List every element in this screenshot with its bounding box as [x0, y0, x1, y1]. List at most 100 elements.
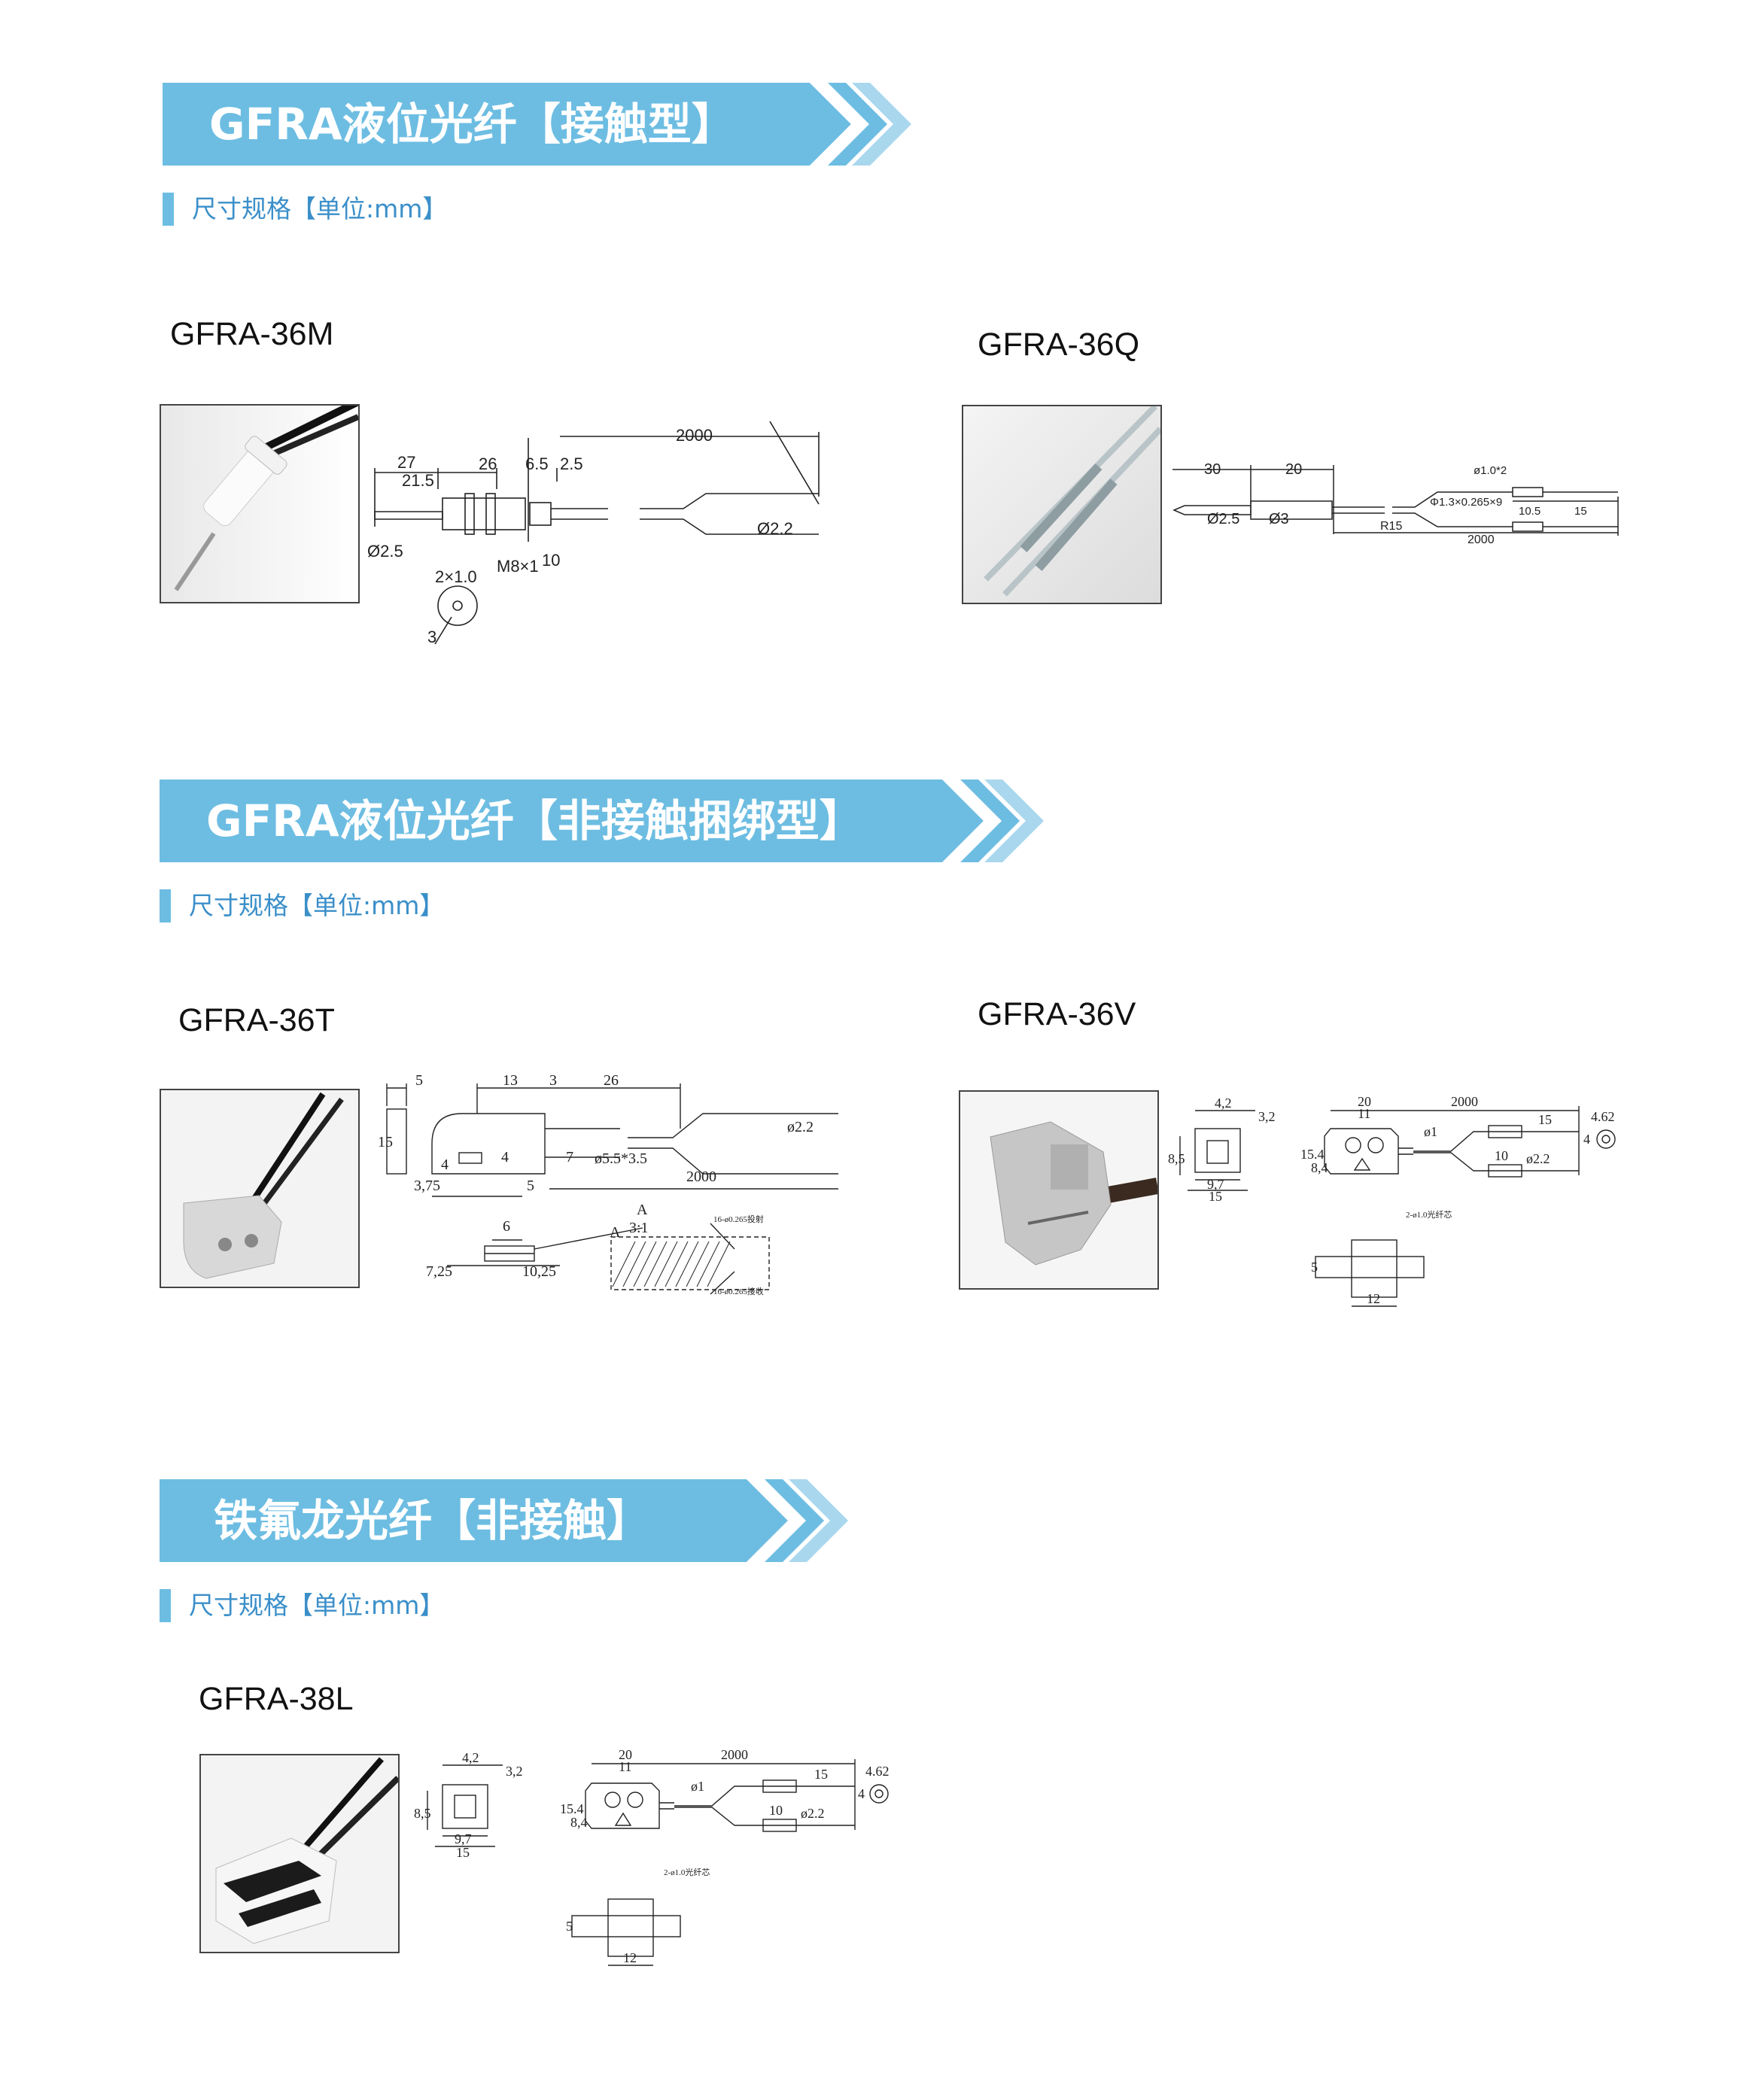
section-subtitle: 尺寸规格【单位:mm】 — [163, 193, 447, 226]
dim-label: ø1 — [691, 1779, 704, 1794]
subtitle-text: 尺寸规格【单位:mm】 — [189, 891, 445, 920]
product-photo-36t — [160, 1089, 360, 1288]
dim-label: 4.62 — [1591, 1109, 1615, 1124]
section-banner-non-contact-bundle: GFRA液位光纤【非接触捆绑型】 — [160, 780, 1044, 862]
dim-label: 27 — [397, 453, 415, 472]
dimension-drawing-36v: 4,2 3,2 8,5 9,7 15 20 11 2000 15 4.62 ø1… — [1168, 1094, 1616, 1307]
subtitle-text: 尺寸规格【单位:mm】 — [189, 1591, 445, 1620]
dim-label: R15 — [1380, 520, 1402, 533]
dim-label: 12 — [623, 1950, 637, 1965]
dim-label: 2-ø1.0光纤芯 — [1406, 1209, 1452, 1220]
dim-label: 12 — [1367, 1291, 1380, 1306]
dimension-drawing-36m: 27 21.5 26 6.5 2.5 2000 Ø2.5 M8×1 10 Ø2.… — [367, 421, 820, 646]
dim-label: 4,2 — [1215, 1096, 1232, 1111]
model-name: GFRA-36M — [170, 316, 334, 352]
dim-label: 26 — [479, 454, 497, 473]
dim-label: A — [637, 1202, 648, 1218]
section-title: GFRA液位光纤【非接触捆绑型】 — [206, 795, 863, 846]
dim-label: 15 — [814, 1767, 828, 1782]
dim-label: 11 — [619, 1759, 631, 1774]
dim-label: 8,5 — [1168, 1151, 1185, 1166]
dim-label: 11 — [1358, 1106, 1370, 1121]
dim-label: 8,5 — [414, 1806, 431, 1821]
dim-label: 5 — [527, 1178, 534, 1194]
product-photo-38l — [199, 1754, 400, 1953]
dim-label: Ø2.5 — [1207, 511, 1239, 527]
dim-label: 15.4 — [1300, 1147, 1325, 1162]
dim-label: 5 — [566, 1919, 573, 1934]
dimension-labels: 4,2 3,2 8,5 9,7 15 20 11 2000 15 4.62 ø1… — [414, 1747, 890, 1965]
banner-bar — [163, 83, 780, 166]
dim-label: 3,75 — [414, 1178, 440, 1194]
dim-label: 8,4 — [1311, 1160, 1328, 1175]
dim-label: ø5.5*3.5 — [595, 1150, 647, 1167]
dim-label: 30 — [1204, 461, 1221, 478]
dim-label: 5 — [415, 1072, 423, 1089]
dim-label: 5 — [1311, 1260, 1318, 1275]
dim-label: 7 — [566, 1149, 573, 1165]
dim-label: 10 — [769, 1803, 783, 1818]
section-title: 铁氟龙光纤【非接触】 — [214, 1495, 651, 1546]
dim-label: Ø2.2 — [757, 519, 793, 538]
dim-label: 10.5 — [1519, 505, 1540, 518]
subtitle-marker — [160, 889, 171, 922]
dim-label: 6.5 — [525, 454, 549, 473]
dim-label: 15.4 — [560, 1801, 584, 1816]
dim-label: 10,25 — [522, 1263, 556, 1280]
dim-label: ø1 — [1424, 1124, 1437, 1139]
dim-label: 2000 — [1451, 1094, 1478, 1109]
dim-label: 15 — [1209, 1189, 1222, 1204]
dim-label: 2000 — [721, 1747, 748, 1762]
dim-label: 10 — [542, 551, 560, 570]
chevron-arrows-icon — [780, 83, 911, 166]
section-banner-contact: GFRA液位光纤【接触型】 — [163, 83, 911, 166]
dim-label: 4 — [858, 1786, 865, 1801]
dim-label: 2.5 — [560, 454, 583, 473]
model-name: GFRA-36V — [978, 996, 1136, 1032]
dim-label: 26 — [604, 1072, 619, 1089]
dim-label: A — [610, 1224, 621, 1241]
section-title: GFRA液位光纤【接触型】 — [209, 99, 735, 150]
chevron-arrows-icon — [912, 780, 1044, 862]
section-banner-teflon: 铁氟龙光纤【非接触】 — [160, 1479, 848, 1562]
dim-label: Ø2.5 — [367, 542, 403, 561]
dim-label: 20 — [619, 1747, 632, 1762]
dimension-drawing-38l: 4,2 3,2 8,5 9,7 15 20 11 2000 15 4.62 ø1… — [414, 1747, 890, 1966]
dimension-drawing-36t: 5 13 3 26 15 4 4 7 3,75 5 ø5.5*3.5 2000 … — [378, 1072, 838, 1296]
section-subtitle: 尺寸规格【单位:mm】 — [160, 889, 444, 922]
dim-label: 16-ø0.265投射 — [713, 1214, 764, 1224]
dim-label: 6 — [503, 1218, 510, 1235]
dim-label: 13 — [503, 1072, 518, 1089]
dim-label: 4 — [441, 1156, 449, 1173]
dim-label: ø2.2 — [787, 1119, 814, 1135]
dim-label: 4.62 — [865, 1764, 890, 1779]
product-photo-36v — [959, 1090, 1159, 1290]
dim-label: 2×1.0 — [435, 567, 477, 586]
dim-label: 15 — [1538, 1112, 1552, 1127]
subtitle-text: 尺寸规格【单位:mm】 — [192, 194, 448, 223]
dimension-drawing-36q: 30 20 Ø2.5 Ø3 R15 2000 ø1.0*2 Φ1.3×0.265… — [1172, 461, 1619, 546]
dim-label: 9,7 — [1207, 1177, 1224, 1192]
dim-label: 15 — [378, 1134, 393, 1150]
chevron-arrows-icon — [716, 1479, 848, 1562]
subtitle-marker — [160, 1589, 171, 1622]
dim-label: 10 — [1495, 1148, 1508, 1163]
dimension-labels: 30 20 Ø2.5 Ø3 R15 2000 ø1.0*2 Φ1.3×0.265… — [1204, 461, 1587, 546]
banner-bar — [160, 1479, 716, 1562]
dim-label: 3,2 — [1258, 1109, 1276, 1124]
dim-label: Φ1.3×0.265×9 — [1430, 496, 1502, 509]
dim-label: 2000 — [676, 426, 713, 445]
dim-label: 2000 — [686, 1169, 716, 1185]
dim-label: 9,7 — [455, 1831, 472, 1846]
dim-label: 4,2 — [462, 1750, 479, 1765]
dim-label: 15 — [456, 1845, 470, 1860]
subtitle-marker — [163, 193, 174, 226]
dim-label: 7,25 — [426, 1263, 452, 1280]
dim-label: 8,4 — [570, 1815, 588, 1830]
dim-label: ø2.2 — [801, 1806, 825, 1821]
dim-label: ø1.0*2 — [1474, 464, 1507, 477]
dim-label: 3 — [427, 628, 436, 646]
dimension-labels: 5 13 3 26 15 4 4 7 3,75 5 ø5.5*3.5 2000 … — [378, 1072, 814, 1296]
dim-label: 20 — [1358, 1094, 1371, 1109]
dim-label: 3 — [549, 1072, 557, 1089]
